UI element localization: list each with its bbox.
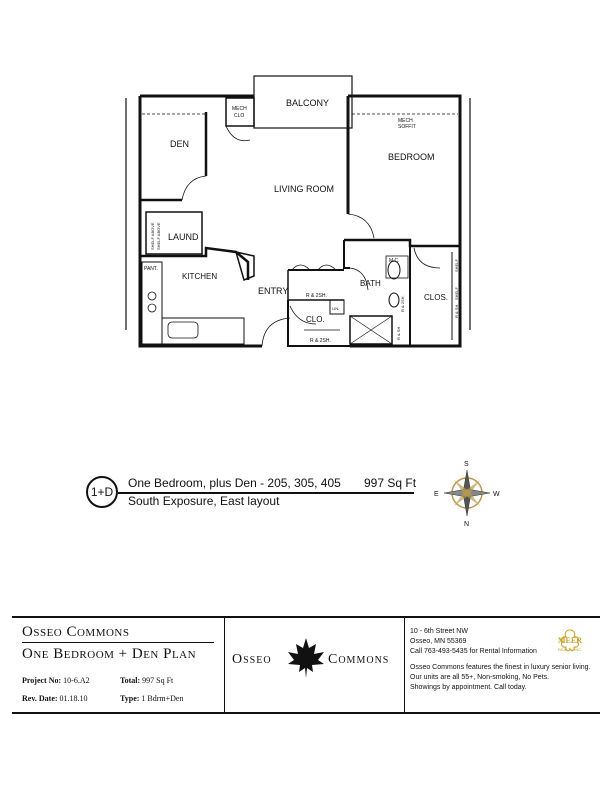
desc-line1: Osseo Commons features the finest in lux… bbox=[410, 664, 591, 671]
room-label-lin: LIN. bbox=[332, 306, 339, 311]
entry-door-swing bbox=[261, 317, 291, 347]
room-label-entry: ENTRY bbox=[258, 286, 288, 296]
unit-type: Type: 1 Bdrm+Den bbox=[120, 694, 183, 703]
title-rule bbox=[22, 642, 214, 643]
wall-east bbox=[348, 94, 462, 348]
type-value: 1 Bdrm+Den bbox=[141, 694, 184, 703]
room-label-clo: CLO. bbox=[306, 315, 325, 324]
mech-clo-box bbox=[225, 97, 255, 127]
bath-sink bbox=[387, 260, 401, 280]
room-label-mech-soffit-2: SOFFIT bbox=[398, 124, 416, 130]
unit-title: One Bedroom, plus Den - 205, 305, 405 bbox=[128, 476, 341, 490]
burner bbox=[147, 303, 157, 313]
unit-sqft: 997 Sq Ft bbox=[364, 476, 417, 490]
room-label-clos: CLOS. bbox=[424, 293, 448, 302]
total-sqft: Total: 997 Sq Ft bbox=[120, 676, 173, 685]
project-no-value: 10-6.A2 bbox=[63, 676, 90, 685]
room-label-balcony: BALCONY bbox=[286, 98, 329, 108]
address-line1: 10 - 6th Street NW bbox=[410, 628, 468, 635]
room-label-bedroom: BEDROOM bbox=[388, 152, 435, 162]
meer-realty-logo: MEER REALTY INC bbox=[558, 629, 582, 652]
rev-date-value: 01.18.10 bbox=[59, 694, 88, 703]
kitchen-counter-bottom bbox=[161, 317, 245, 345]
room-label-den: DEN bbox=[170, 139, 189, 149]
bedroom-door-swing bbox=[347, 213, 375, 239]
logo-text-right: Commons bbox=[328, 652, 390, 667]
room-label-pant: PANT. bbox=[144, 266, 158, 272]
unit-badge: 1+D bbox=[86, 476, 118, 508]
compass-n: N bbox=[464, 521, 469, 528]
room-label-mech-clo: MECH bbox=[232, 106, 247, 112]
unit-caption: 1+D One Bedroom, plus Den - 205, 305, 40… bbox=[86, 474, 426, 514]
room-label-living-room: LIVING ROOM bbox=[274, 184, 334, 194]
project-no-label: Project No: bbox=[22, 676, 62, 685]
room-label-kitchen: KITCHEN bbox=[182, 272, 217, 281]
floor-plan: BALCONY MECH CLO MECH SOFFIT DEN BEDROOM… bbox=[125, 75, 471, 348]
shower-diag bbox=[349, 315, 393, 345]
linen-box bbox=[329, 299, 345, 315]
room-label-mc: M.C. bbox=[389, 258, 400, 264]
shelf-label: R & 2SH. bbox=[400, 295, 405, 312]
burner bbox=[147, 291, 157, 301]
room-label-laund: LAUND bbox=[168, 232, 199, 242]
type-label: Type: bbox=[120, 694, 140, 703]
compass-e: E bbox=[434, 491, 439, 498]
room-label-mech-clo-2: CLO bbox=[234, 113, 244, 119]
maple-leaf-icon bbox=[288, 638, 324, 678]
shelf-label: R & SH. bbox=[396, 326, 401, 340]
kitchen-wall bbox=[140, 246, 250, 280]
shelf-label: SHELF bbox=[454, 287, 459, 300]
room-label-bath: BATH bbox=[360, 279, 381, 288]
closet-door-swing bbox=[291, 264, 311, 271]
desc-line3: Showings by appointment. Call today. bbox=[410, 684, 527, 691]
shower bbox=[349, 315, 393, 345]
closet-door-swing bbox=[317, 264, 337, 271]
osseo-commons-logo: Osseo Commons bbox=[224, 618, 405, 712]
mech-door-swing bbox=[225, 125, 251, 142]
rev-date-label: Rev. Date: bbox=[22, 694, 58, 703]
logo-text-left: Osseo bbox=[232, 652, 272, 667]
kitchen-counter-left bbox=[141, 261, 163, 345]
phone-line: Call 763-493-5435 for Rental Information bbox=[410, 648, 537, 655]
room-label-mech-soffit: MECH bbox=[398, 118, 413, 124]
caption-rule bbox=[118, 492, 414, 494]
clo-door-swing bbox=[289, 305, 317, 325]
desc-line2: Our units are all 55+, Non-smoking, No P… bbox=[410, 674, 550, 681]
mc-box bbox=[385, 255, 409, 279]
den-door-swing bbox=[181, 175, 207, 201]
clo-wall bbox=[287, 300, 350, 347]
shelf-label: R & 2SH. bbox=[310, 338, 331, 344]
bedroom-wall-south bbox=[344, 238, 460, 248]
total-label: Total: bbox=[120, 676, 141, 685]
title-block: Osseo Commons One Bedroom + Den Plan Pro… bbox=[12, 616, 600, 714]
unit-exposure: South Exposure, East layout bbox=[128, 494, 280, 508]
kitchen-sink bbox=[167, 321, 199, 339]
compass-w: W bbox=[493, 491, 500, 498]
plan-name: One Bedroom + Den Plan bbox=[22, 646, 197, 662]
contact-info: 10 - 6th Street NW Osseo, MN 55369 Call … bbox=[404, 618, 600, 712]
property-name: Osseo Commons bbox=[22, 624, 130, 640]
laundry-box bbox=[145, 211, 203, 255]
shelf-label: R & SH. bbox=[454, 304, 459, 318]
closet-door-swing bbox=[413, 247, 441, 269]
project-no: Project No: 10-6.A2 bbox=[22, 676, 90, 685]
shelf-label: SHELF ABOVE bbox=[156, 222, 161, 250]
shelf-label: SHELF bbox=[454, 259, 459, 272]
shelf-label: SHELF ABOVE bbox=[150, 222, 155, 250]
title-block-info: Osseo Commons One Bedroom + Den Plan Pro… bbox=[12, 618, 225, 712]
meer-sub: REALTY INC bbox=[558, 647, 581, 652]
kitchen-island bbox=[234, 250, 255, 282]
shelf-label: R & 2SH. bbox=[306, 293, 327, 299]
compass-rose-icon: S N E W bbox=[434, 461, 500, 528]
total-value: 997 Sq Ft bbox=[142, 676, 174, 685]
rev-date: Rev. Date: 01.18.10 bbox=[22, 694, 88, 703]
toilet bbox=[388, 292, 400, 308]
bath-door-swing bbox=[349, 267, 369, 291]
wall-west bbox=[138, 96, 262, 348]
address-line2: Osseo, MN 55369 bbox=[410, 638, 467, 645]
bath-wall-west bbox=[343, 240, 350, 269]
meer-text: MEER bbox=[558, 636, 582, 645]
compass-s: S bbox=[464, 461, 469, 468]
